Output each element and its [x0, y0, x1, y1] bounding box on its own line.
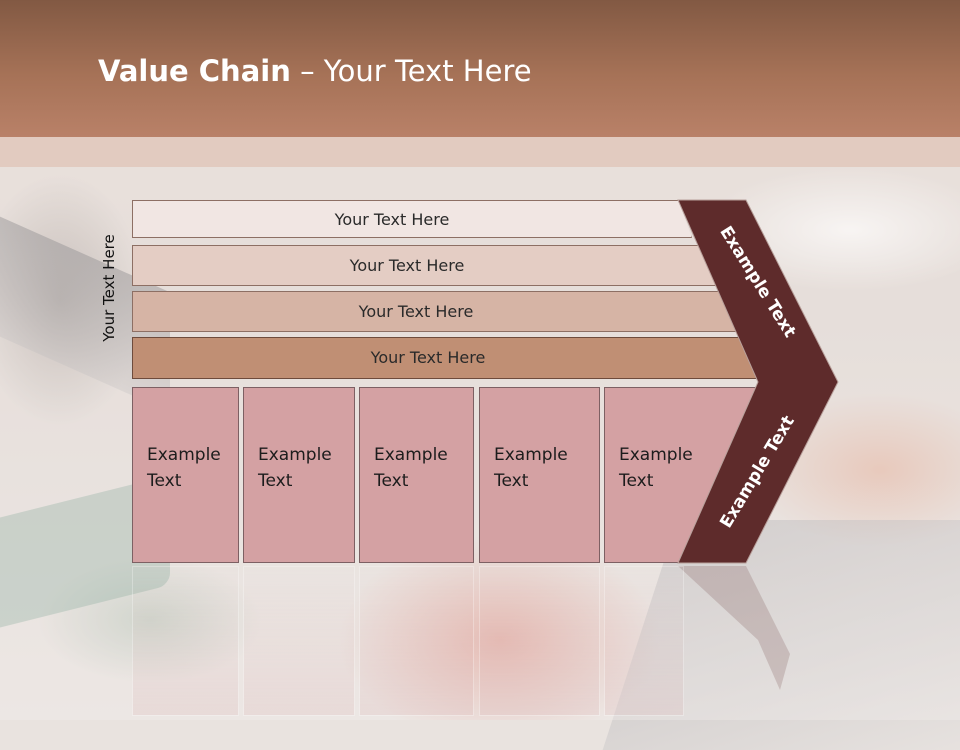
bar-3[interactable]: Your Text Here: [132, 291, 740, 331]
column-4-line2: Text: [494, 471, 529, 491]
bar-1[interactable]: Your Text Here: [132, 200, 692, 238]
column-5-line2: Text: [619, 471, 654, 491]
column-2-line2: Text: [258, 471, 293, 491]
column-1-line2: Text: [147, 471, 182, 491]
bar-4[interactable]: Your Text Here: [132, 337, 764, 378]
title-bar-strip: [0, 137, 960, 167]
side-label[interactable]: Your Text Here: [100, 234, 118, 342]
column-4-line1: Example: [494, 445, 568, 465]
column-1-line1: Example: [147, 445, 221, 465]
title-bar: Value Chain – Your Text Here: [0, 0, 960, 137]
slide-title[interactable]: Value Chain – Your Text Here: [98, 54, 532, 88]
bar-2[interactable]: Your Text Here: [132, 245, 722, 285]
column-5-line1: Example: [619, 445, 693, 465]
column-3-line2: Text: [374, 471, 409, 491]
slide-title-rest: – Your Text Here: [290, 54, 532, 88]
slide-title-bold: Value Chain: [98, 54, 291, 88]
column-3-line1: Example: [374, 445, 448, 465]
column-2-line1: Example: [258, 445, 332, 465]
